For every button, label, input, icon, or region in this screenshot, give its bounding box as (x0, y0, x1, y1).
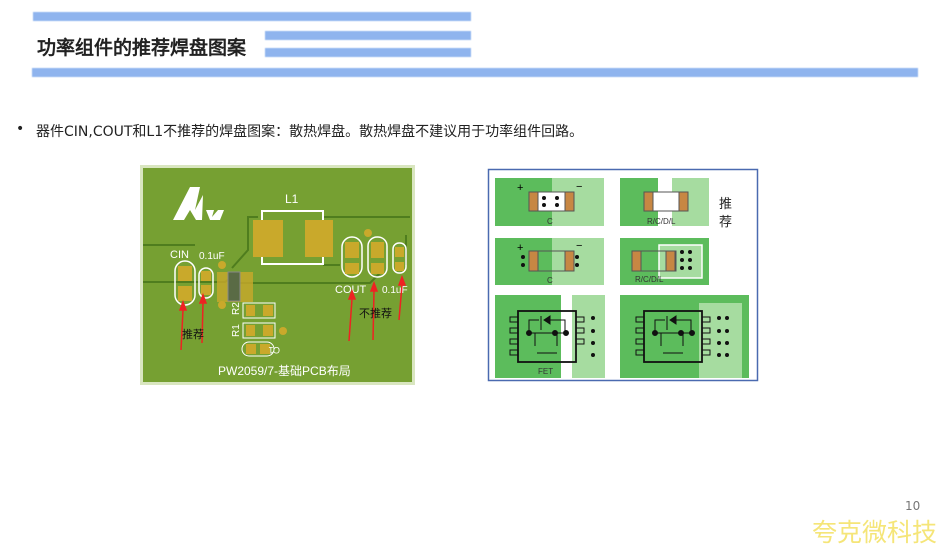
pad-pattern-diagram: + − C R/C/D/L 推 荐 + − C R/C/D/L FET (487, 168, 759, 382)
page-number: 10 (905, 499, 921, 513)
cout-cap-label: 0.1uF (382, 285, 408, 296)
cin-cap-label: 0.1uF (199, 251, 225, 262)
header-decoration (32, 68, 918, 77)
logo (173, 187, 224, 220)
l1-label: L1 (285, 192, 299, 206)
cout-label: COUT (335, 284, 366, 296)
recommended-char-2: 荐 (719, 214, 732, 229)
header-decoration (33, 12, 471, 21)
pcb-layout-image: L1 CIN 0.1uF R2 R1 C1 COUT 0.1uF 推荐 不推荐 … (140, 165, 415, 385)
label-c: C (547, 276, 553, 285)
recommended-char-1: 推 (719, 196, 732, 211)
fet-symbol (635, 310, 711, 363)
label-c: C (547, 217, 553, 226)
plus-sign: + (517, 242, 523, 254)
c1-label: C1 (268, 345, 280, 355)
minus-sign: − (576, 181, 582, 193)
watermark: 夸克微科技 (812, 518, 938, 547)
label-rcdl: R/C/D/L (647, 217, 676, 226)
recommended-label: 推荐 (182, 327, 204, 341)
r2-label: R2 (231, 302, 242, 315)
slide-title: 功率组件的推荐焊盘图案 (37, 37, 247, 59)
bullet-text: 器件CIN,COUT和L1不推荐的焊盘图案：散热焊盘。散热焊盘不建议用于功率组件… (36, 124, 584, 140)
bullet-marker: • (16, 121, 25, 137)
not-recommended-label: 不推荐 (359, 306, 392, 320)
header-decoration (265, 31, 471, 40)
label-rcdl: R/C/D/L (635, 275, 664, 284)
cin-label: CIN (170, 249, 189, 261)
plus-sign: + (517, 182, 523, 194)
header-decoration (265, 48, 471, 57)
r1-label: R1 (231, 324, 242, 337)
pcb-caption: PW2059/7-基础PCB布局 (218, 364, 351, 378)
label-fet: FET (538, 367, 553, 376)
minus-sign: − (576, 240, 582, 252)
fet-symbol (509, 310, 585, 363)
